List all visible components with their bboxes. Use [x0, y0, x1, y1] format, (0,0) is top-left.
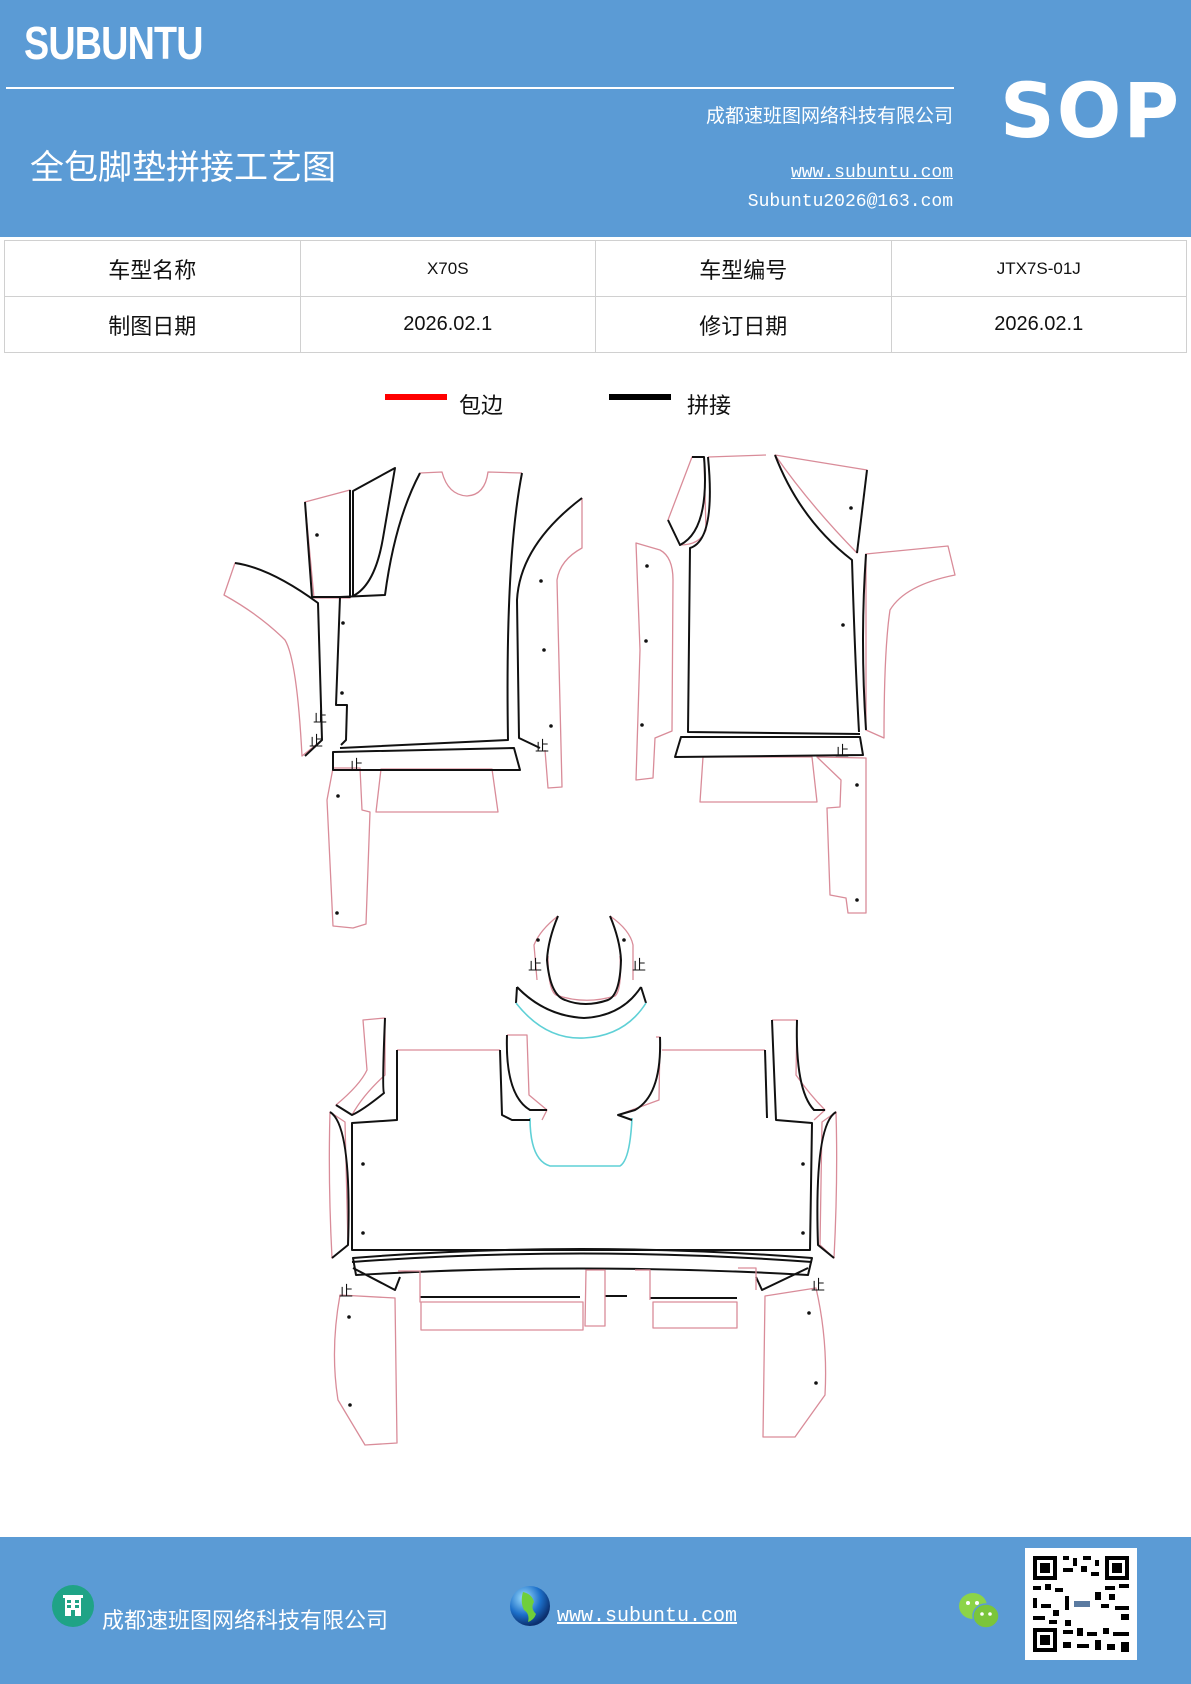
stop-mark: 止 [339, 1284, 353, 1300]
legend: 包边 拼接 [0, 388, 1191, 419]
sop-badge: SOP [1000, 66, 1182, 155]
drawing-date-label: 制图日期 [4, 296, 301, 353]
stop-mark: 止 [528, 958, 542, 974]
legend-label-seam: 拼接 [687, 394, 732, 419]
header-band: SUBUNTU 全包脚垫拼接工艺图 成都速班图网络科技有限公司 www.subu… [0, 0, 1191, 237]
wechat-icon [956, 1589, 1002, 1633]
stop-mark: 止 [309, 734, 323, 750]
globe-icon [508, 1584, 552, 1628]
header-divider [6, 87, 954, 89]
stop-mark: 止 [535, 739, 549, 755]
brand-logo: SUBUNTU [24, 17, 203, 69]
registration-dots [315, 506, 859, 1407]
vehicle-info-table: 车型名称 X70S 车型编号 JTX7S-01J 制图日期 2026.02.1 … [4, 240, 1187, 353]
stop-mark: 止 [632, 958, 646, 974]
model-code-label: 车型编号 [595, 240, 892, 297]
building-icon [52, 1585, 94, 1627]
floor-mat-pattern-drawing: 止 止 止 止 止 止 止 止 止 [223, 454, 956, 1446]
seam-swatch [609, 394, 671, 400]
drawing-date-value: 2026.02.1 [299, 296, 596, 353]
company-name: 成都速班图网络科技有限公司 [705, 105, 953, 127]
stop-marks: 止 止 止 止 止 止 止 止 止 [309, 710, 849, 1300]
model-code-value: JTX7S-01J [890, 240, 1187, 297]
edge-binding-swatch [385, 394, 447, 400]
table-row: 制图日期 2026.02.1 修订日期 2026.02.1 [4, 296, 1187, 353]
stop-mark: 止 [313, 710, 327, 726]
footer-website-link[interactable]: www.subuntu.com [557, 1605, 738, 1628]
revision-date-label: 修订日期 [595, 296, 892, 353]
stop-mark: 止 [811, 1278, 825, 1294]
footer-band: 成都速班图网络科技有限公司 www.subuntu.com [0, 1537, 1191, 1684]
qr-code[interactable] [1025, 1548, 1137, 1660]
front-right-pieces [635, 454, 956, 914]
stop-mark: 止 [835, 744, 849, 760]
table-row: 车型名称 X70S 车型编号 JTX7S-01J [4, 240, 1187, 297]
website-link[interactable]: www.subuntu.com [790, 163, 953, 183]
model-name-label: 车型名称 [4, 240, 301, 297]
rear-row-pieces [328, 1017, 838, 1446]
rear-center-arch [515, 915, 647, 1039]
front-left-pieces [223, 467, 583, 929]
model-name-value: X70S [299, 240, 596, 297]
revision-date-value: 2026.02.1 [890, 296, 1187, 353]
legend-label-edge-binding: 包边 [459, 394, 504, 419]
email-address: Subuntu2026@163.com [747, 192, 953, 212]
stop-mark: 止 [349, 758, 363, 774]
page-title: 全包脚垫拼接工艺图 [30, 148, 336, 188]
footer-company-name: 成都速班图网络科技有限公司 [102, 1609, 389, 1634]
